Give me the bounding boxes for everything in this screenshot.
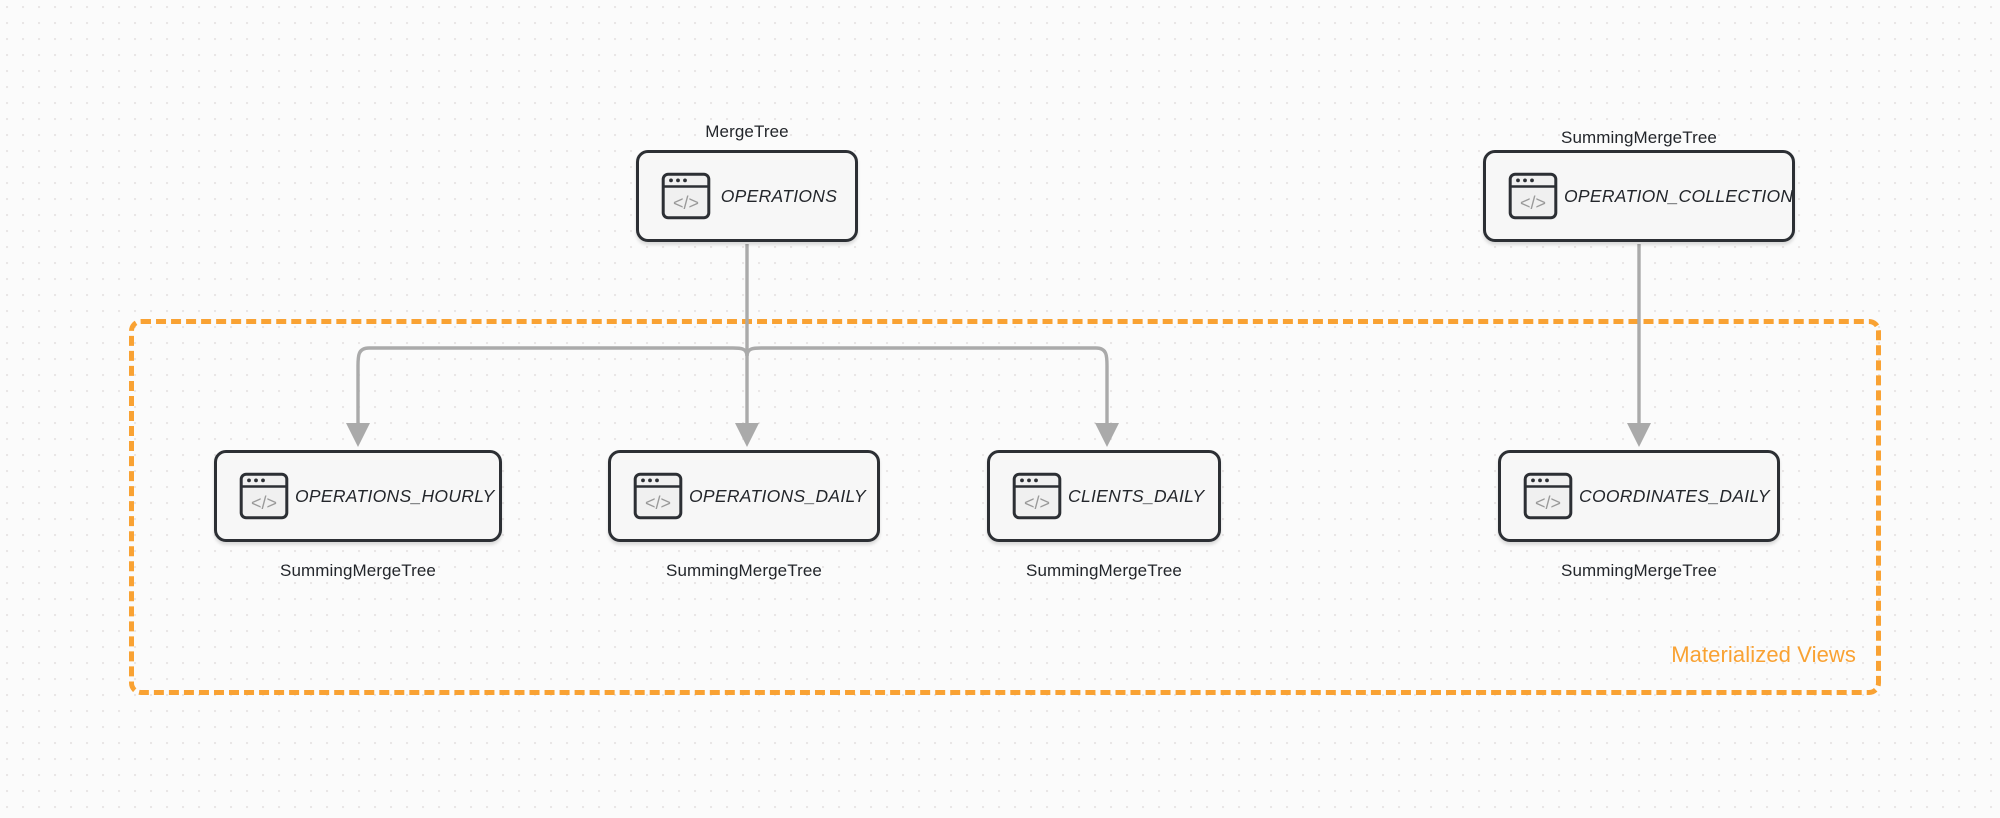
node-operation-collection[interactable]: </> OPERATION_COLLECTION	[1483, 150, 1795, 242]
node-label-operations: OPERATIONS	[720, 185, 838, 206]
svg-text:</>: </>	[645, 493, 671, 513]
node-clients-daily[interactable]: </> CLIENTS_DAILY	[987, 450, 1221, 542]
node-operations-daily[interactable]: </> OPERATIONS_DAILY	[608, 450, 880, 542]
code-window-icon: </>	[1508, 172, 1558, 220]
code-window-icon: </>	[1523, 472, 1573, 520]
svg-text:</>: </>	[1024, 493, 1050, 513]
svg-text:</>: </>	[673, 193, 699, 213]
node-label-operation-collection: OPERATION_COLLECTION	[1564, 185, 1794, 206]
svg-text:</>: </>	[251, 493, 277, 513]
engine-label-operation-collection: SummingMergeTree	[1561, 128, 1717, 147]
node-coordinates-daily[interactable]: </> COORDINATES_DAILY	[1498, 450, 1780, 542]
engine-label-operations: MergeTree	[705, 122, 789, 141]
node-label-operations-hourly: OPERATIONS_HOURLY	[295, 485, 495, 506]
engine-label-clients-daily: SummingMergeTree	[1026, 561, 1182, 580]
node-label-coordinates-daily: COORDINATES_DAILY	[1579, 485, 1770, 506]
node-operations[interactable]: </> OPERATIONS	[636, 150, 858, 242]
node-label-clients-daily: CLIENTS_DAILY	[1068, 485, 1205, 506]
engine-label-operations-daily: SummingMergeTree	[666, 561, 822, 580]
code-window-icon: </>	[239, 472, 289, 520]
code-window-icon: </>	[633, 472, 683, 520]
materialized-views-group-label: Materialized Views	[1671, 642, 1856, 667]
node-operations-hourly[interactable]: </> OPERATIONS_HOURLY	[214, 450, 502, 542]
svg-text:</>: </>	[1520, 193, 1546, 213]
svg-text:</>: </>	[1535, 493, 1561, 513]
materialized-views-group: Materialized Views	[129, 319, 1881, 695]
engine-label-coordinates-daily: SummingMergeTree	[1561, 561, 1717, 580]
code-window-icon: </>	[661, 172, 711, 220]
engine-label-operations-hourly: SummingMergeTree	[280, 561, 436, 580]
node-label-operations-daily: OPERATIONS_DAILY	[689, 485, 866, 506]
code-window-icon: </>	[1012, 472, 1062, 520]
